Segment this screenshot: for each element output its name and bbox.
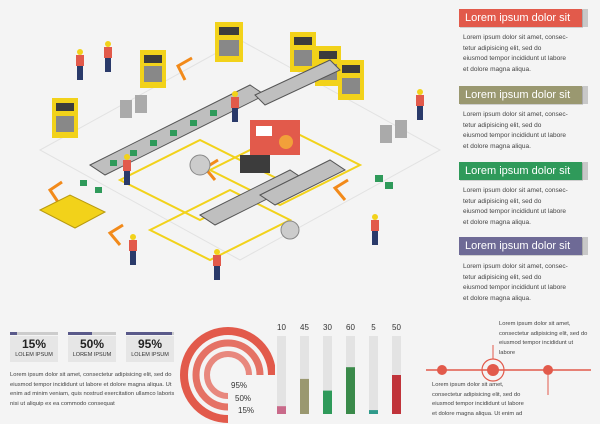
- banner-2: Lorem ipsum dolor sit: [459, 86, 588, 104]
- bar-5: [369, 410, 378, 414]
- bar-10: [277, 406, 286, 414]
- paragraph-line: et dolore magna aliqua.: [463, 294, 531, 302]
- text-line: consectetur adipisicing elit, sed do: [432, 391, 521, 398]
- banner-4: Lorem ipsum dolor sit: [459, 237, 588, 255]
- text-line: Lorem ipsum dolor sit amet, consectetur …: [10, 372, 172, 378]
- bar-track: [369, 336, 378, 414]
- bar-track: [323, 336, 332, 414]
- paragraph-line: tetur adipisicing elit, sed do: [463, 121, 542, 129]
- paragraph-line: et dolore magna aliqua.: [463, 142, 531, 150]
- progress-track: [68, 332, 116, 335]
- banner-3: Lorem ipsum dolor sit: [459, 162, 588, 180]
- bar-value-label: 30: [323, 323, 332, 332]
- paragraph-line: et dolore magna aliqua.: [463, 218, 531, 226]
- text-line: et dolore magna aliqua. Ut enim ad: [432, 410, 523, 417]
- bar-value-label: 5: [371, 323, 376, 332]
- paragraph-line: Lorem ipsum dolor sit amet, consec-: [463, 263, 568, 270]
- paragraph-2: Lorem ipsum dolor sit amet, consec- tetu…: [463, 110, 593, 152]
- paragraph-line: Lorem ipsum dolor sit amet, consec-: [463, 111, 568, 118]
- timeline-node-3: [543, 365, 553, 375]
- donut-label-15: 15%: [238, 406, 255, 415]
- paragraph-line: tetur adipisicing elit, sed do: [463, 44, 542, 52]
- bar-30: [323, 390, 332, 414]
- bottom-left-text: Lorem ipsum dolor sit amet, consectetur …: [10, 371, 185, 409]
- text-line: eiusmod tempor incididunt ut labore: [432, 401, 524, 407]
- bar-value-label: 50: [392, 323, 401, 332]
- percent-label: LOREM IPSUM: [72, 352, 112, 358]
- bar-60: [346, 367, 355, 414]
- paragraph-line: eiusmod tempor incididunt ut labore: [463, 284, 566, 291]
- paragraph-line: Lorem ipsum dolor sit amet, consec-: [463, 34, 568, 41]
- bar-50: [392, 375, 401, 414]
- paragraph-line: eiusmod tempor incididunt ut labore: [463, 55, 566, 62]
- arc-middle: [192, 339, 264, 411]
- percent-card-50: 50% LOREM IPSUM: [68, 332, 116, 362]
- factory-illustration: [38, 22, 442, 280]
- text-line: eiusmod tempor incididunt ut labore et d…: [10, 381, 172, 388]
- arc-outer: [180, 327, 275, 423]
- timeline-text-bottom: Lorem ipsum dolor sit amet, consectetur …: [432, 381, 592, 419]
- banner-1: Lorem ipsum dolor sit: [459, 9, 588, 27]
- progress-track: [10, 332, 58, 335]
- text-line: Lorem ipsum dolor sit amet,: [499, 321, 571, 327]
- bar-track: [277, 336, 286, 414]
- timeline-node-1: [437, 365, 447, 375]
- paragraph-line: tetur adipisicing elit, sed do: [463, 197, 542, 205]
- percent-label: LOLEM IPSUM: [131, 352, 169, 358]
- bar-track: [300, 336, 309, 414]
- bar-value-label: 10: [277, 323, 286, 332]
- paragraph-4: Lorem ipsum dolor sit amet, consec- tetu…: [463, 262, 593, 304]
- timeline-text-top-left: Lorem ipsum dolor sit amet, consectetur …: [499, 320, 589, 358]
- text-line: eiusmod tempor incididunt ut labore: [499, 340, 574, 356]
- paragraph-3: Lorem ipsum dolor sit amet, consec- tetu…: [463, 186, 593, 228]
- percent-card-15: 15% LOLEM IPSUM: [10, 332, 58, 362]
- text-line: consectetur adipisicing elit, sed do: [499, 330, 588, 337]
- percent-label: LOLEM IPSUM: [15, 352, 53, 358]
- paragraph-line: eiusmod tempor incididunt ut labore: [463, 208, 566, 215]
- bar-45: [300, 378, 309, 414]
- progress-fill: [68, 332, 92, 335]
- progress-fill: [126, 332, 172, 335]
- percent-value: 95%: [137, 337, 163, 351]
- bar-value-label: 45: [300, 323, 309, 332]
- text-line: nisi ut aliquip ex ea commodo consequat: [10, 400, 115, 407]
- text-line: enim ad minim veniam, quis nostrud exerc…: [10, 391, 175, 397]
- donut-label-50: 50%: [235, 394, 252, 403]
- bar-value-label: 60: [346, 323, 355, 332]
- text-line: Lorem ipsum dolor sit amet,: [432, 382, 504, 388]
- paragraph-line: et dolore magna aliqua.: [463, 65, 531, 73]
- arc-inner: [204, 351, 252, 399]
- paragraph-line: Lorem ipsum dolor sit amet, consec-: [463, 187, 568, 194]
- donut-chart: [180, 327, 275, 423]
- paragraph-line: tetur adipisicing elit, sed do: [463, 273, 542, 281]
- paragraph-1: Lorem ipsum dolor sit amet, consec- tetu…: [463, 33, 593, 75]
- percent-value: 15%: [21, 337, 47, 351]
- paragraph-line: eiusmod tempor incididunt ut labore: [463, 132, 566, 139]
- percent-value: 50%: [79, 337, 105, 351]
- percent-card-95: 95% LOLEM IPSUM: [126, 332, 174, 362]
- bar-chart: 1045306055075: [277, 323, 401, 414]
- timeline: [426, 345, 591, 395]
- donut-label-95: 95%: [231, 381, 248, 390]
- progress-fill: [10, 332, 18, 335]
